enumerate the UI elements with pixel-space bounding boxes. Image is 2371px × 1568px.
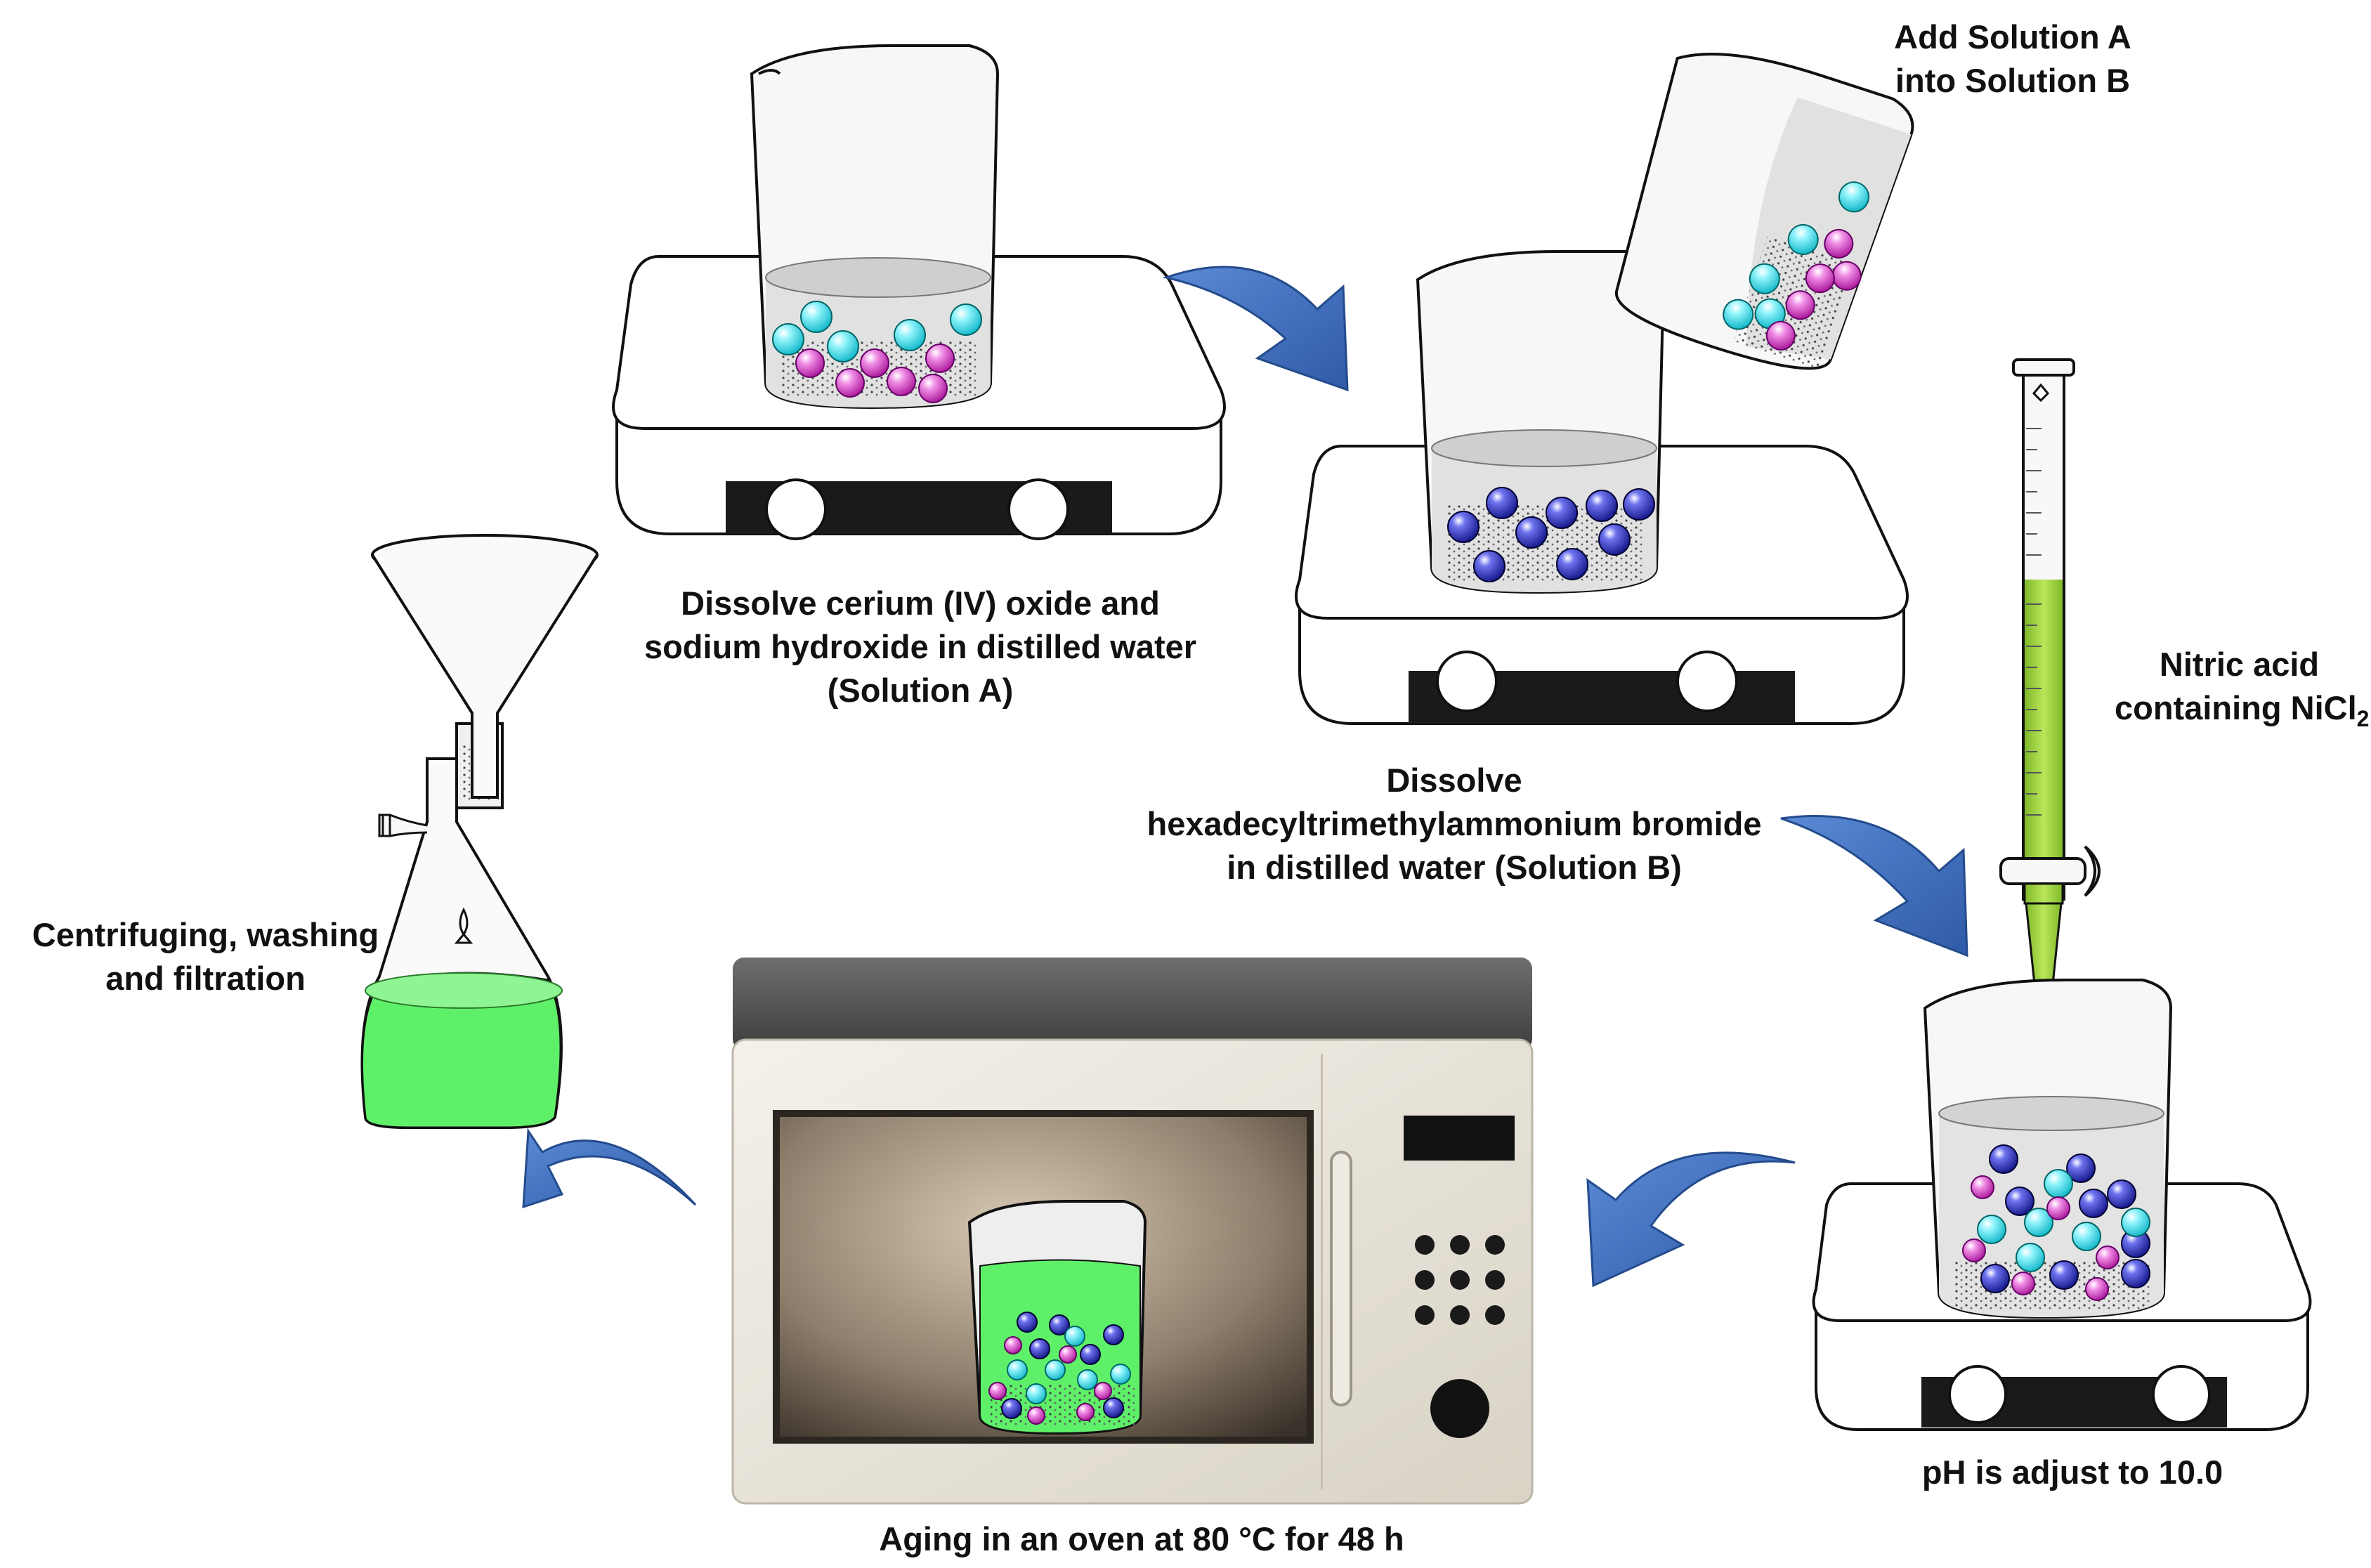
burette-icon — [1999, 358, 2101, 999]
curved-arrow-icon — [1780, 815, 1968, 958]
caption-line: into Solution B — [1895, 62, 2131, 99]
beaker-icon — [1923, 979, 2173, 1319]
caption-line: Dissolve — [1386, 762, 1522, 799]
beaker-icon — [750, 44, 1000, 410]
nicl-text: containing NiCl — [2115, 689, 2357, 726]
funnel-icon — [371, 534, 599, 799]
caption-line: Add Solution A — [1894, 18, 2131, 55]
caption-line: in distilled water (Solution B) — [1227, 849, 1682, 886]
caption-line: pH is adjust to 10.0 — [1921, 1453, 2223, 1491]
caption-line: containing NiCl2 — [2115, 686, 2369, 730]
add-solution-caption: Add Solution A into Solution B — [1855, 15, 2171, 103]
curved-arrow-icon — [1162, 266, 1349, 392]
caption-line: Aging in an oven at 80 °C for 48 h — [879, 1520, 1404, 1557]
caption-line: sodium hydroxide in distilled water — [644, 628, 1197, 665]
curved-arrow-icon — [522, 1128, 697, 1209]
nicl-subscript: 2 — [2356, 706, 2370, 731]
solution-a-caption: Dissolve cerium (IV) oxide and sodium hy… — [618, 582, 1222, 712]
ph-caption: pH is adjust to 10.0 — [1812, 1451, 2332, 1494]
nitric-acid-caption: Nitric acid containing NiCl2 — [2115, 643, 2369, 730]
caption-line: and filtration — [105, 960, 306, 997]
caption-line: Nitric acid — [2159, 646, 2320, 683]
curved-arrow-icon — [1586, 1151, 1796, 1288]
beaker-icon — [967, 1200, 1147, 1435]
solution-b-caption: Dissolve hexadecyltrimethylammonium brom… — [1117, 759, 1791, 889]
aging-caption: Aging in an oven at 80 °C for 48 h — [738, 1517, 1546, 1561]
caption-line: Centrifuging, washing — [32, 916, 379, 953]
caption-line: hexadecyltrimethylammonium bromide — [1147, 805, 1762, 842]
caption-line: (Solution A) — [827, 672, 1014, 709]
filtration-caption: Centrifuging, washing and filtration — [0, 913, 411, 1000]
beaker-icon — [1416, 250, 1666, 594]
beaker-icon — [1614, 53, 1914, 371]
caption-line: Dissolve cerium (IV) oxide and — [681, 584, 1160, 622]
